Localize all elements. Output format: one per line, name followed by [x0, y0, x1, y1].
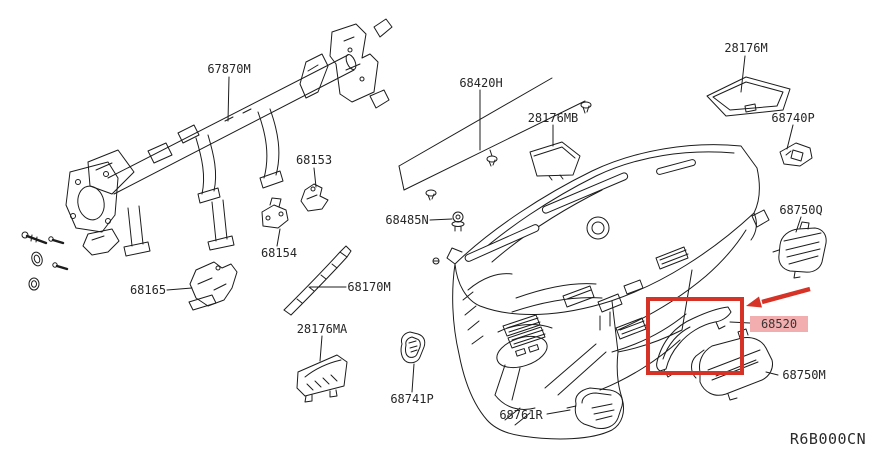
part-label-68170M: 68170M — [347, 280, 391, 294]
part-label-68740P: 68740P — [771, 111, 815, 125]
part-68154-bracket — [261, 197, 289, 229]
instrument-panel-assembly — [432, 144, 770, 440]
part-68165-bracket — [188, 261, 238, 311]
fastener-bolts-and-grommets — [21, 231, 69, 291]
diagram-code: R6B000CN — [789, 430, 867, 448]
part-label-68750Q: 68750Q — [779, 203, 823, 217]
part-68761R-pod — [566, 387, 623, 429]
part-label-68420H: 68420H — [459, 76, 503, 90]
part-68153-bracket — [300, 183, 329, 212]
leader-lines — [166, 55, 802, 415]
part-label-68153: 68153 — [295, 153, 333, 167]
part-label-68761R: 68761R — [499, 408, 543, 422]
part-68485N-clip — [451, 211, 465, 232]
part-label-68741P: 68741P — [390, 392, 434, 406]
part-68741P-switch-bezel — [400, 331, 426, 364]
part-label-28176MA: 28176MA — [296, 322, 348, 336]
part-label-67870M: 67870M — [207, 62, 251, 76]
part-68170M-bracket-assembly — [283, 245, 352, 316]
part-28176MA-grille — [296, 354, 348, 403]
selection-annotation — [646, 286, 811, 375]
highlight-box — [646, 297, 744, 375]
part-label-68485N: 68485N — [385, 213, 429, 227]
part-68420H-insulator-sheet — [398, 77, 592, 201]
part-68750M-vent — [691, 328, 773, 401]
part-label-68750M: 68750M — [782, 368, 826, 382]
part-label-68154: 68154 — [260, 246, 298, 260]
part-label-28176M: 28176M — [724, 41, 768, 55]
part-label-28176MB: 28176MB — [527, 111, 579, 125]
part-67870M-crossmember — [65, 18, 393, 257]
part-68750Q-vent — [772, 221, 827, 279]
part-28176M-cover — [706, 76, 791, 117]
part-28176MB-cover — [529, 141, 581, 181]
arrow-head-icon — [746, 296, 762, 308]
part-label-68520-highlighted: 68520 — [750, 316, 808, 332]
part-68520-cluster-lid — [656, 306, 732, 378]
part-label-68165: 68165 — [129, 283, 167, 297]
part-68740P-bracket — [779, 142, 813, 167]
arrow-shaft — [761, 286, 811, 305]
